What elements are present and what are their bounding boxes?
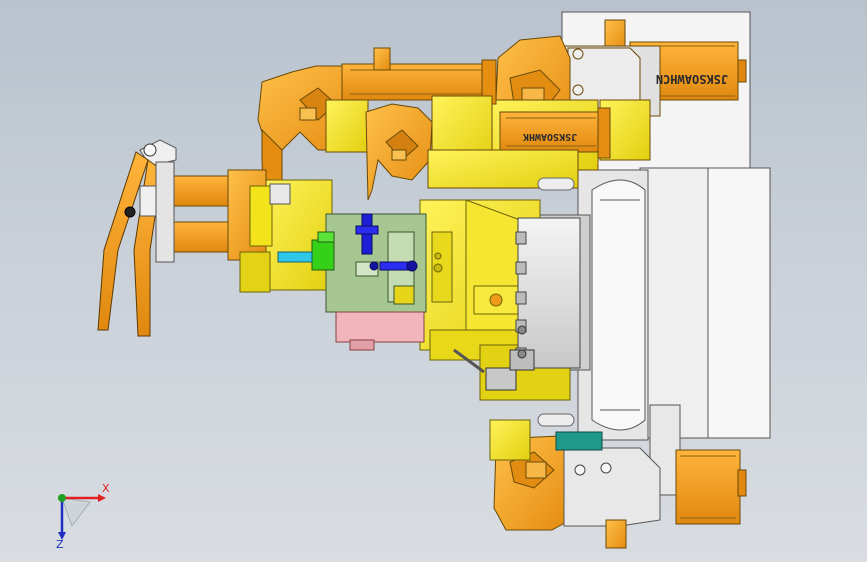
toggle-clamp-handle [97, 139, 177, 337]
coordinate-triad: X Z [56, 482, 110, 550]
guide-rails [537, 177, 575, 427]
grey-clamp-plate [515, 217, 581, 369]
linkage-details [453, 325, 535, 391]
middle-arm [365, 95, 611, 201]
blue-fittings [355, 213, 418, 272]
y-axis-dot [58, 494, 66, 502]
bottom-clamp-body [489, 419, 747, 549]
green-sensor [277, 231, 335, 271]
pink-block [335, 311, 425, 351]
z-axis-label: Z [56, 538, 64, 550]
left-cylinder-pack [155, 169, 291, 293]
decal-mid-cylinder: JSKSOAWHK [523, 131, 577, 142]
x-axis-label: X [102, 482, 110, 495]
decal-top-cylinder: JSKSOAWHCN [656, 72, 728, 86]
upper-left-arm [257, 47, 497, 211]
